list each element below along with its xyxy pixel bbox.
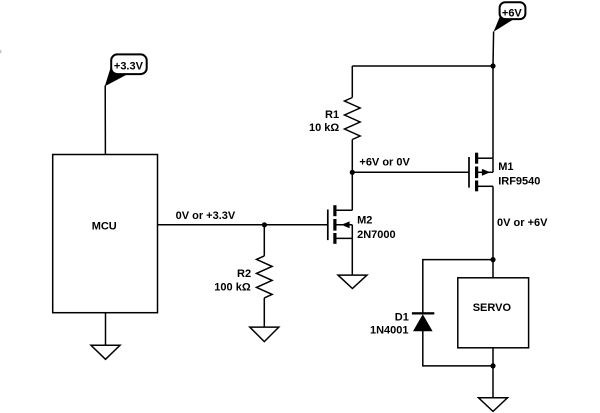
svg-text:+6V: +6V [502, 7, 523, 19]
svg-text:R1: R1 [325, 109, 339, 121]
svg-text:D1: D1 [395, 311, 409, 323]
svg-text:+6V or 0V: +6V or 0V [359, 157, 410, 169]
svg-text:2N7000: 2N7000 [357, 229, 396, 241]
svg-text:M2: M2 [357, 215, 372, 227]
svg-text:+3.3V: +3.3V [114, 61, 144, 73]
svg-text:IRF9540: IRF9540 [498, 176, 540, 188]
svg-text:0V or +6V: 0V or +6V [497, 217, 548, 229]
svg-text:10 kΩ: 10 kΩ [309, 122, 339, 134]
svg-text:R2: R2 [237, 268, 251, 280]
svg-text:MCU: MCU [92, 221, 117, 233]
svg-text:M1: M1 [498, 161, 513, 173]
svg-text:100 kΩ: 100 kΩ [214, 281, 251, 293]
svg-text:0V or +3.3V: 0V or +3.3V [176, 210, 236, 222]
svg-text:1N4001: 1N4001 [370, 325, 409, 337]
svg-text:SERVO: SERVO [473, 302, 512, 314]
